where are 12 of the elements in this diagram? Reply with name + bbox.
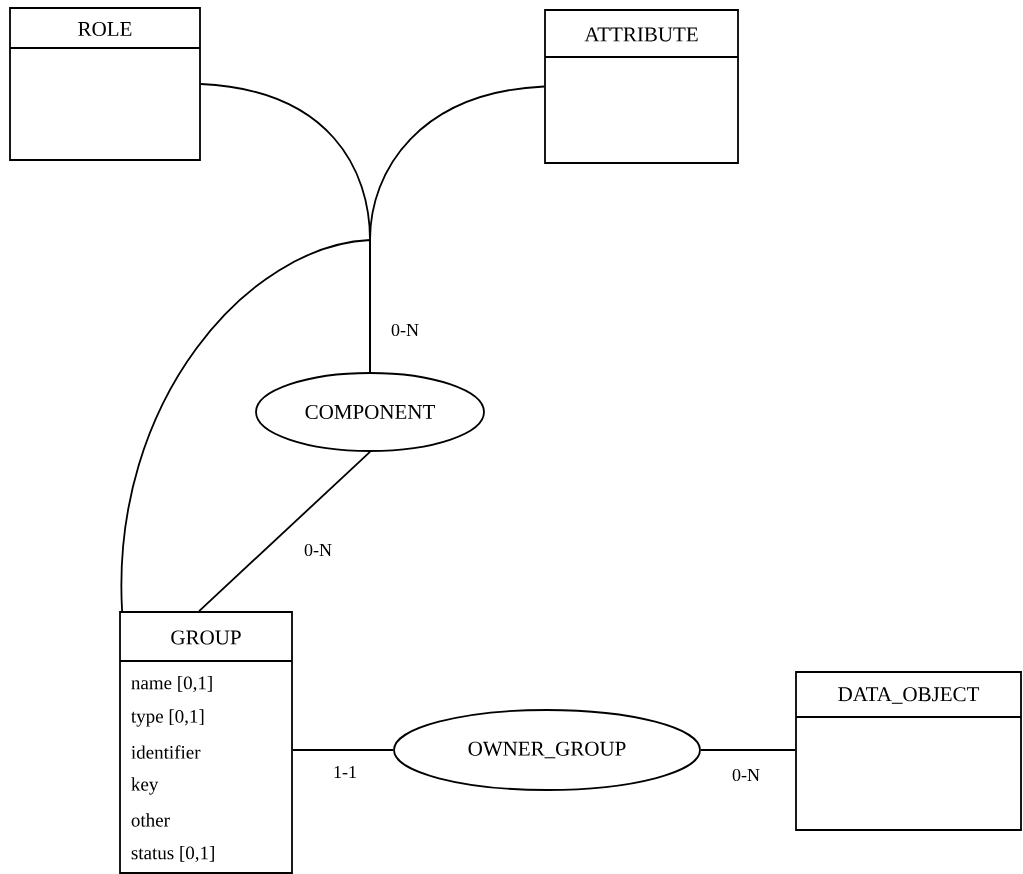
connector-line — [121, 239, 371, 612]
connector-line — [198, 451, 371, 612]
cardinality-label: 0-N — [303, 542, 333, 558]
entity-box: ATTRIBUTE — [544, 9, 739, 164]
connector-line — [292, 749, 394, 751]
cardinality-label: 0-N — [731, 767, 761, 783]
cardinality-label: 0-N — [390, 322, 420, 338]
cardinality-label: 1-1 — [332, 765, 358, 779]
entity-box: ROLE — [9, 7, 201, 161]
entity-box: GROUP name [0,1] type [0,1] identifier key other status [0,1] — [119, 611, 293, 874]
connector-line — [700, 749, 796, 751]
entity-box: DATA_OBJECT — [795, 671, 1022, 831]
